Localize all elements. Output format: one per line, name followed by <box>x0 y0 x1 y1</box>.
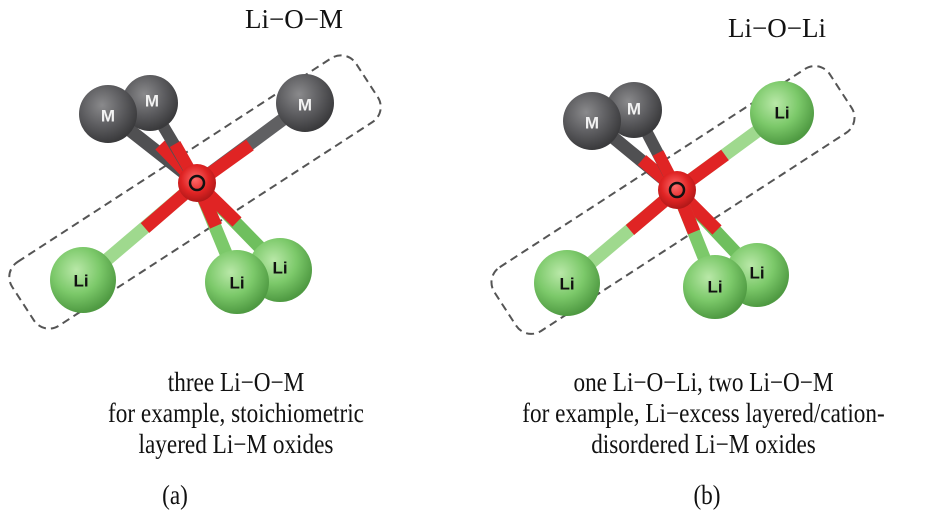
svg-text:Li: Li <box>73 272 88 291</box>
caption-line: layered Li−M oxides <box>138 429 334 459</box>
atom-li1: Li <box>50 247 116 313</box>
panel-a-caption: three Li−O−M for example, stoichiometric… <box>33 367 439 460</box>
panel-b-structure: M M Li Li Li Li <box>490 65 856 335</box>
panel-b-caption: one Li−O−Li, two Li−O−M for example, Li−… <box>496 367 911 460</box>
atom-li-top: Li <box>750 81 814 145</box>
svg-text:Li: Li <box>559 275 574 294</box>
atom-o <box>178 164 216 202</box>
caption-line: one Li−O−Li, two Li−O−M <box>573 367 834 397</box>
svg-text:Li: Li <box>707 278 722 297</box>
panel-a: Li−O−M <box>0 0 472 523</box>
svg-text:Li: Li <box>774 104 789 123</box>
svg-text:M: M <box>145 92 159 111</box>
panel-b-title: Li−O−Li <box>728 13 826 43</box>
caption-line: disordered Li−M oxides <box>591 429 816 459</box>
svg-text:M: M <box>627 100 641 119</box>
atom-li2: Li <box>683 255 747 319</box>
atom-li1: Li <box>534 250 600 316</box>
svg-text:M: M <box>585 114 599 133</box>
panel-a-title: Li−O−M <box>245 4 343 34</box>
caption-line: for example, Li−excess layered/cation- <box>522 398 885 428</box>
atom-li2: Li <box>205 250 269 314</box>
atom-o <box>658 171 696 209</box>
atom-m1: M <box>79 85 137 143</box>
atom-m1: M <box>563 92 621 150</box>
atom-m3: M <box>276 74 334 132</box>
panel-a-label: (a) <box>162 480 188 510</box>
svg-text:Li: Li <box>229 274 244 293</box>
svg-text:Li: Li <box>272 259 287 278</box>
svg-text:M: M <box>298 96 312 115</box>
caption-line: for example, stoichiometric <box>108 398 364 428</box>
panel-b: Li−O−Li <box>472 0 945 523</box>
panel-b-label: (b) <box>693 480 721 510</box>
svg-text:M: M <box>101 107 115 126</box>
svg-text:Li: Li <box>749 264 764 283</box>
panel-a-structure: M M M Li Li Li <box>8 54 382 330</box>
caption-line: three Li−O−M <box>167 367 305 397</box>
